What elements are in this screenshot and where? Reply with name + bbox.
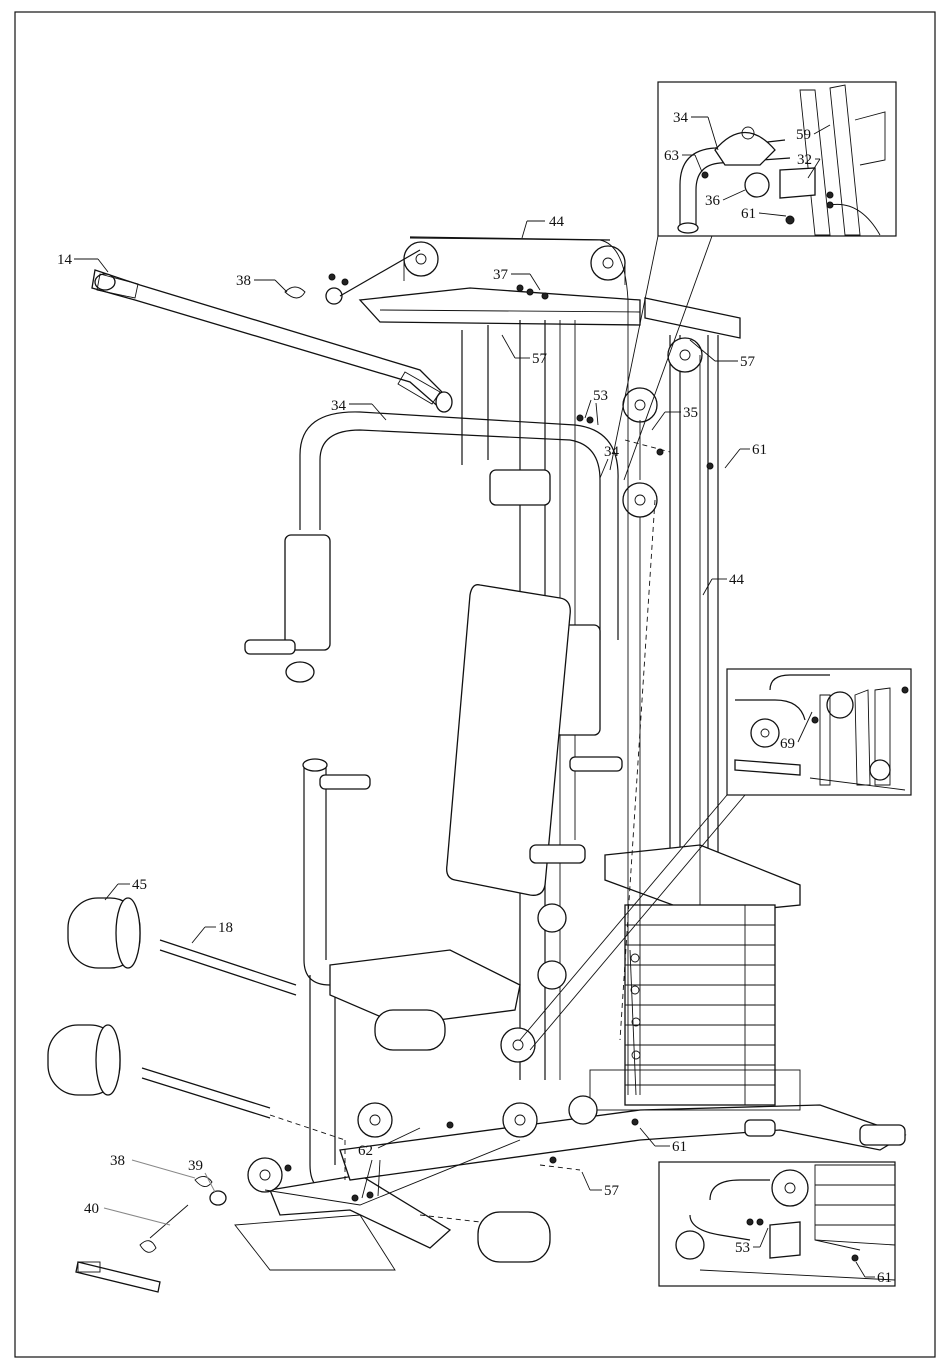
backrest-pad xyxy=(447,585,585,896)
callout-39: 39 xyxy=(188,1158,203,1174)
callout-38-bottom: 38 xyxy=(110,1153,125,1169)
callout-34-left: 34 xyxy=(331,398,347,414)
seat-pad xyxy=(330,950,520,1050)
callout-61-upper: 61 xyxy=(752,442,767,458)
callout-62: 62 xyxy=(358,1143,373,1159)
callout-53-upper: 53 xyxy=(593,388,608,404)
inset-bottom-callout-61: 61 xyxy=(877,1270,892,1286)
inset-top-callout-32: 32 xyxy=(797,152,812,168)
loose-accessories xyxy=(76,1176,226,1292)
inset-top-callout-34: 34 xyxy=(673,110,689,126)
inset-middle-callout-69: 69 xyxy=(780,736,795,752)
callout-57-upper: 57 xyxy=(532,351,548,367)
callout-37: 37 xyxy=(493,267,509,283)
inset-bottom-pulley-detail: 53 61 xyxy=(659,1162,895,1286)
inset-top-callout-63: 63 xyxy=(664,148,679,164)
inset-middle-pivot-detail: 69 xyxy=(727,669,911,795)
callout-57-lower: 57 xyxy=(604,1183,620,1199)
callout-57-right: 57 xyxy=(740,354,756,370)
inset-top-callout-59: 59 xyxy=(796,127,811,143)
press-arms xyxy=(245,412,622,771)
callout-61-lower: 61 xyxy=(672,1139,687,1155)
callout-40: 40 xyxy=(84,1201,99,1217)
inset-top-callout-61: 61 xyxy=(741,206,756,222)
callout-18: 18 xyxy=(218,920,233,936)
inset-bottom-callout-53: 53 xyxy=(735,1240,750,1256)
lat-bar xyxy=(92,270,452,412)
inset-top-pulley-detail: 34 63 59 32 36 61 xyxy=(658,82,896,236)
callout-44-right: 44 xyxy=(729,572,745,588)
callout-34-mid: 34 xyxy=(604,444,620,460)
callout-38-top: 38 xyxy=(236,273,251,289)
inset-top-callout-36: 36 xyxy=(705,193,721,209)
callout-45: 45 xyxy=(132,877,147,893)
callout-44-top: 44 xyxy=(549,214,565,230)
callout-14: 14 xyxy=(57,252,73,268)
callout-35: 35 xyxy=(683,405,698,421)
